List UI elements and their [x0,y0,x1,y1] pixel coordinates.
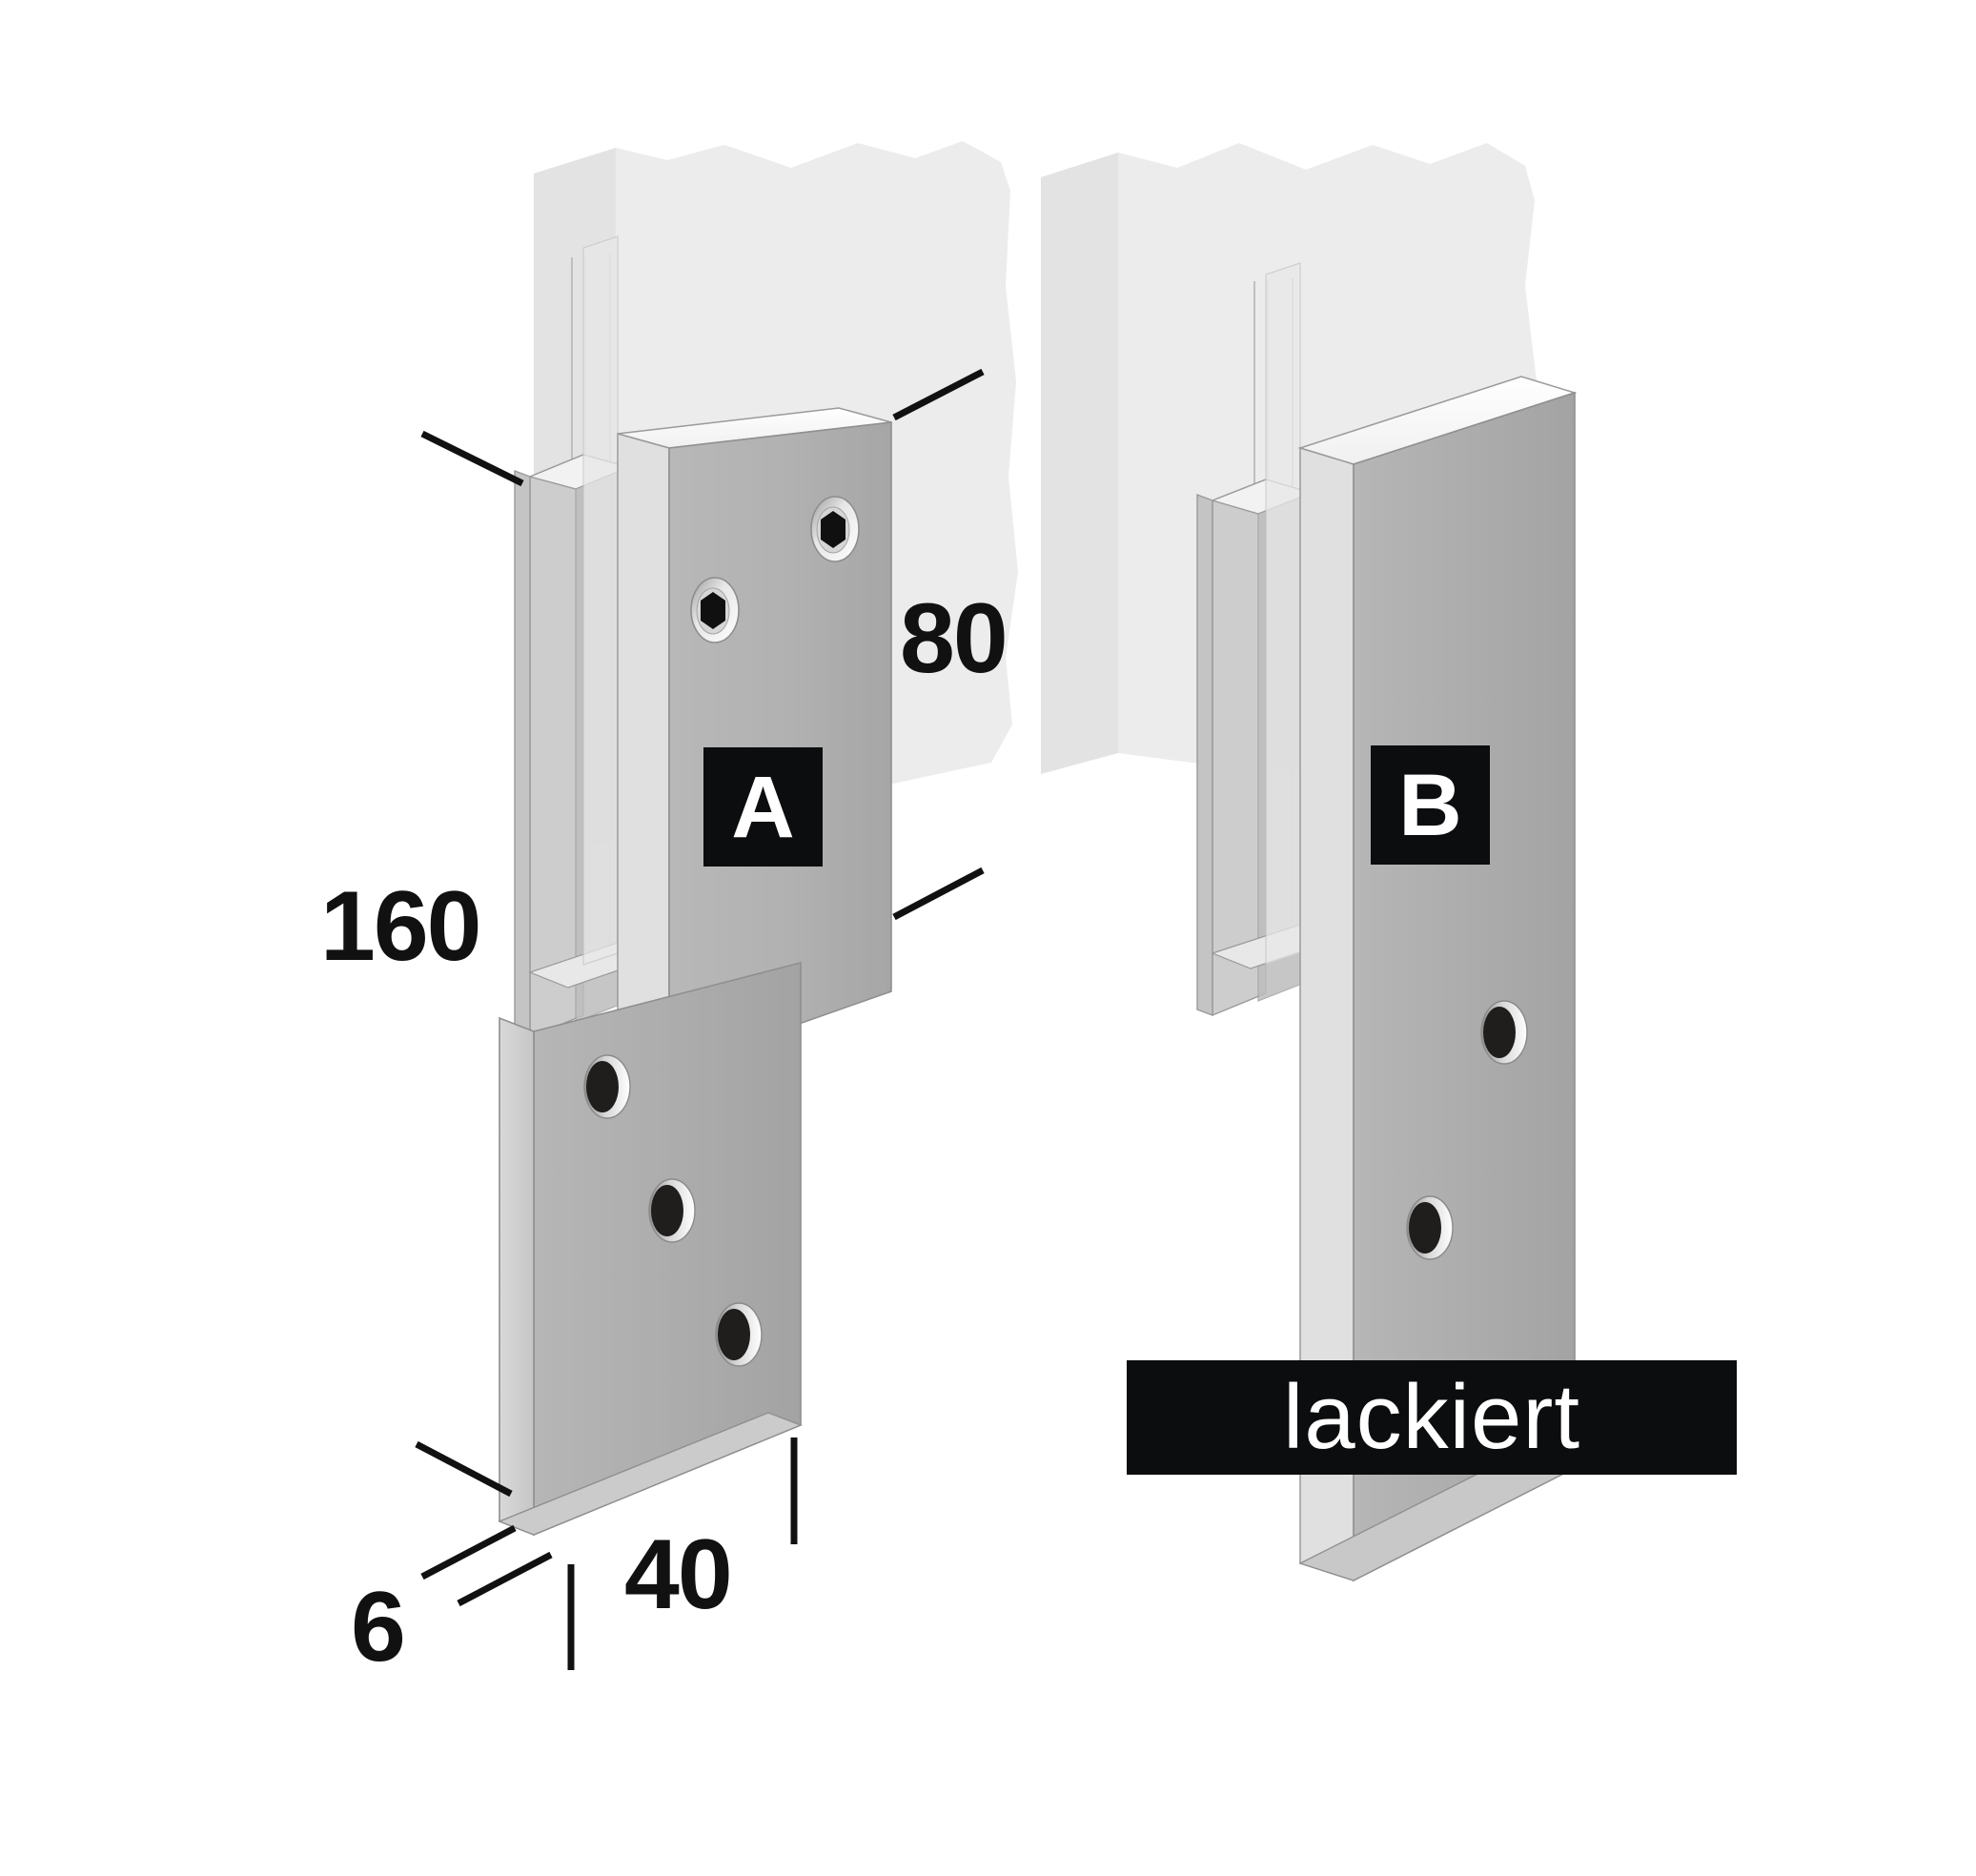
finish-label-lackiert: lackiert [1127,1360,1737,1475]
through-hole-b-2 [1406,1195,1454,1260]
dimension-label-160: 160 [320,871,482,982]
hex-screw-upper-a [810,496,860,562]
assembly-variant-b [1041,143,1578,1582]
through-hole-a-3 [715,1302,763,1367]
variant-tag-a-label: A [731,758,795,856]
dimension-label-80: 80 [900,583,1008,694]
base-plate-a [498,961,803,1537]
dim-tick-6-lower [420,1524,517,1580]
through-hole-a-1 [583,1054,631,1119]
through-hole-a-2 [648,1178,696,1243]
through-hole-b-1 [1480,1000,1528,1065]
dimension-label-40: 40 [624,1519,733,1630]
finish-label-text: lackiert [1282,1366,1581,1468]
dim-tick-6-upper [415,1440,513,1498]
leader-line-a-top-left [420,430,524,487]
leader-line-a-mid-right [892,867,985,921]
leader-line-a-top-right [892,368,985,421]
glass-front-overlay-a [582,235,619,966]
glass-front-overlay-b [1265,262,1301,966]
variant-tag-b-label: B [1398,756,1462,854]
dim-tick-6-lower2 [457,1551,553,1607]
variant-tag-b: B [1371,745,1490,865]
cover-plate-b [1297,376,1578,1582]
dimension-label-6: 6 [351,1572,406,1682]
hex-screw-lower-a [690,577,740,643]
assembly-variant-a [415,141,1018,1670]
variant-tag-a: A [703,747,823,867]
